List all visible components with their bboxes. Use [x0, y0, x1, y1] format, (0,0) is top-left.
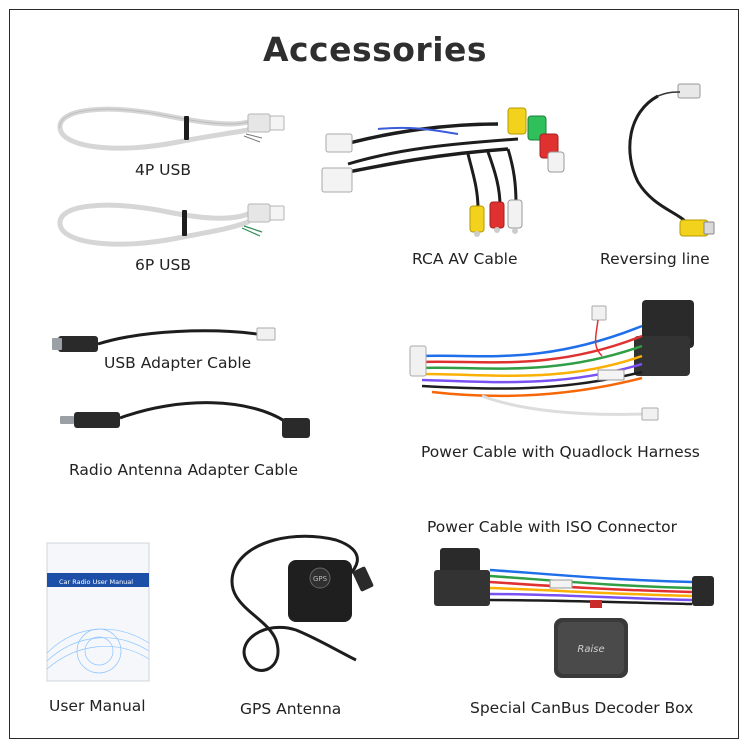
page-frame	[9, 9, 739, 739]
usb-adapter-cable-image	[52, 322, 292, 362]
manual-cover-text: Car Radio User Manual	[59, 578, 133, 586]
reversing-line-image	[618, 82, 718, 242]
gps-antenna-image: GPS	[216, 530, 386, 700]
iso-connector-cable-image	[430, 544, 720, 614]
iso-connector-label: Power Cable with ISO Connector	[427, 518, 678, 536]
usb-6p-cable-image	[48, 190, 288, 260]
rca-av-cable-label: RCA AV Cable	[412, 250, 518, 268]
gps-antenna-label: GPS Antenna	[240, 700, 342, 718]
usb-4p-cable-image	[48, 96, 288, 166]
canbus-decoder-box-image: Raise	[552, 614, 632, 684]
antenna-adapter-cable-label: Radio Antenna Adapter Cable	[69, 461, 299, 479]
usb-adapter-cable-label: USB Adapter Cable	[104, 354, 252, 372]
antenna-adapter-cable-image	[60, 392, 320, 442]
user-manual-image: Car Radio User Manual	[46, 542, 151, 683]
usb-6p-label: 6P USB	[135, 256, 191, 274]
user-manual-label: User Manual	[49, 697, 146, 715]
rca-av-cable-image	[318, 94, 588, 244]
page-title: Accessories	[262, 30, 488, 69]
canbus-decoder-label: Special CanBus Decoder Box	[470, 699, 694, 717]
gps-badge-text: GPS	[313, 575, 328, 583]
quadlock-harness-label: Power Cable with Quadlock Harness	[421, 443, 700, 461]
decoder-mark-text: Raise	[577, 644, 604, 655]
reversing-line-label: Reversing line	[600, 250, 710, 268]
quadlock-harness-image	[402, 296, 702, 426]
usb-4p-label: 4P USB	[135, 161, 191, 179]
